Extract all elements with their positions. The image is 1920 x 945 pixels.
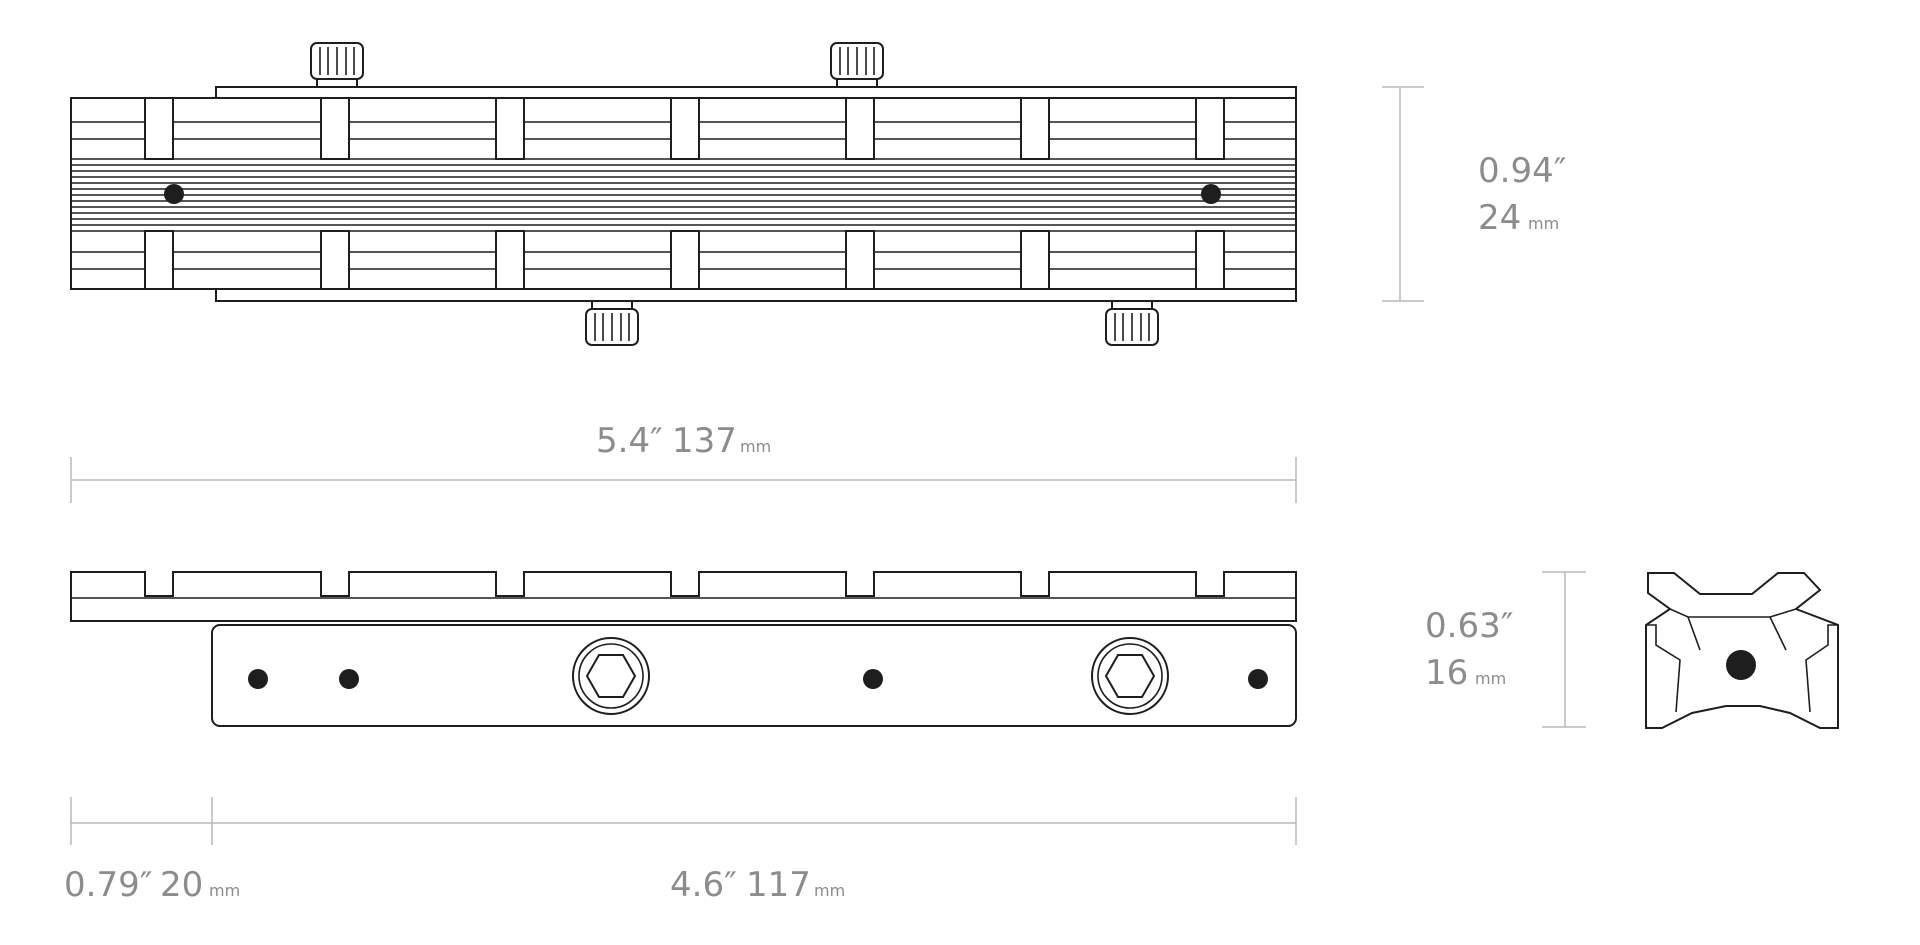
base-length-inch: 4.6″ xyxy=(670,865,737,905)
height-side-mm-unit: mm xyxy=(1475,669,1506,688)
offset-mm-value: 20 xyxy=(160,865,203,905)
base-length-mm-value: 117 xyxy=(746,865,811,905)
offset-mm-unit: mm xyxy=(209,881,240,900)
hex-socket-icon xyxy=(572,637,650,715)
height-side-mm-value: 16 xyxy=(1425,653,1468,693)
knurled-screw-icon xyxy=(310,42,364,88)
knurled-screw-icon xyxy=(830,42,884,88)
overall-length-mm-unit: mm xyxy=(740,437,771,456)
overall-length-dimension: 5.4″ 137 mm xyxy=(70,421,1297,503)
side-view xyxy=(70,571,1297,727)
end-view xyxy=(1645,572,1839,729)
height-side-inch: 0.63″ xyxy=(1425,606,1513,646)
height-dimension-side: 0.63″ 16 mm xyxy=(1425,571,1586,728)
top-view xyxy=(70,42,1297,346)
overall-length-mm-value: 137 xyxy=(672,421,737,461)
overall-length-inch: 5.4″ xyxy=(596,421,663,461)
hex-socket-icon xyxy=(1091,637,1169,715)
knurled-screw-icon xyxy=(1105,300,1159,346)
knurled-screw-icon xyxy=(585,300,639,346)
height-top-inch: 0.94″ xyxy=(1478,151,1566,191)
offset-inch: 0.79″ xyxy=(64,865,152,905)
height-top-mm-unit: mm xyxy=(1528,214,1559,233)
height-dimension-top: 0.94″ 24 mm xyxy=(1382,86,1566,302)
base-dimensions: 0.79″ 20 mm 4.6″ 117 mm xyxy=(64,797,1297,905)
height-top-mm-value: 24 xyxy=(1478,198,1521,238)
base-length-mm-unit: mm xyxy=(814,881,845,900)
